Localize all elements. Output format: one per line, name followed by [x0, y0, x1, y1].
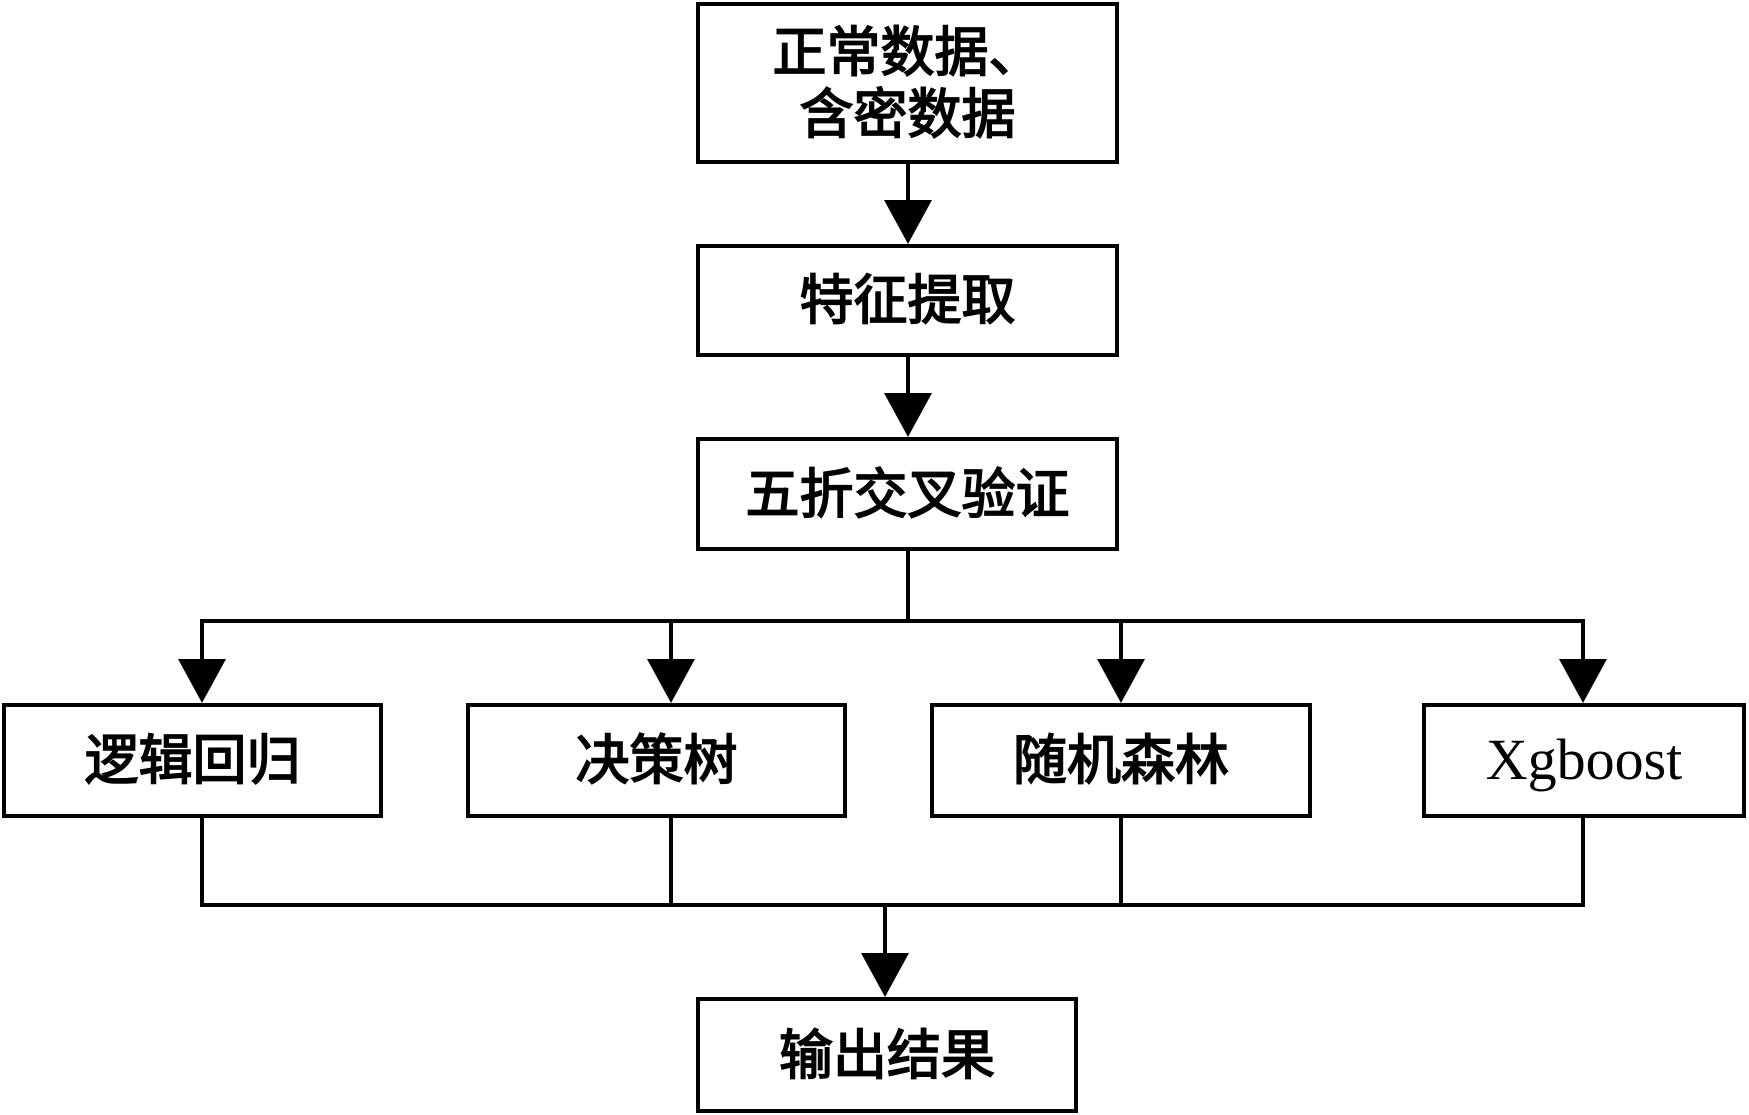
- random-forest-label: 随机森林: [1013, 728, 1229, 793]
- feature-extraction-label: 特征提取: [799, 268, 1016, 333]
- arrowhead-icon: [1559, 659, 1607, 703]
- random-forest-node: 随机森林: [930, 703, 1312, 818]
- edge-cross-validation-to-models: [178, 551, 1607, 703]
- input-data-label-line2: 含密数据: [799, 82, 1016, 146]
- arrowhead-icon: [1097, 659, 1145, 703]
- arrowhead-icon: [861, 953, 909, 997]
- output-result-node: 输出结果: [696, 997, 1078, 1113]
- decision-tree-node: 决策树: [466, 703, 847, 818]
- xgboost-node: Xgboost: [1422, 703, 1746, 818]
- edge-input-to-feature-extraction: [884, 164, 932, 244]
- xgboost-label: Xgboost: [1485, 727, 1683, 793]
- arrowhead-icon: [884, 200, 932, 244]
- arrowhead-icon: [884, 393, 932, 437]
- cross-validation-label: 五折交叉验证: [745, 461, 1070, 526]
- edge-feature-extraction-to-cross-validation: [884, 357, 932, 437]
- logistic-regression-label: 逻辑回归: [84, 728, 301, 793]
- cross-validation-node: 五折交叉验证: [696, 437, 1119, 551]
- logistic-regression-node: 逻辑回归: [2, 703, 383, 818]
- input-data-label-line1: 正常数据、: [772, 19, 1043, 84]
- decision-tree-label: 决策树: [575, 728, 738, 793]
- arrowhead-icon: [647, 659, 695, 703]
- arrowhead-icon: [178, 659, 226, 703]
- input-data-node: 正常数据、 含密数据: [696, 2, 1119, 164]
- feature-extraction-node: 特征提取: [696, 244, 1119, 357]
- edge-models-to-output: [200, 818, 1585, 997]
- output-result-label: 输出结果: [779, 1022, 995, 1087]
